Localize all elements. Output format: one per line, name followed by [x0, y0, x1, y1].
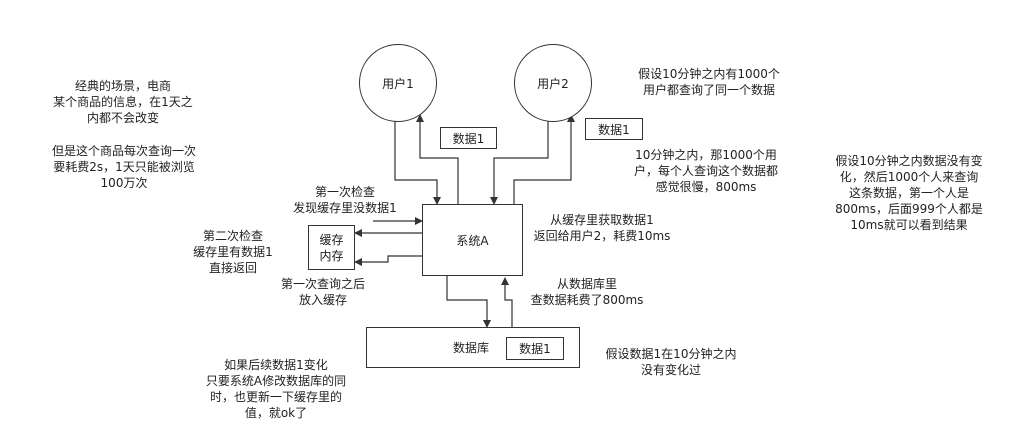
data1-label: 数据1	[452, 131, 485, 146]
data1-label: 数据1	[519, 342, 551, 356]
note-line: 但是这个商品每次查询一次	[51, 144, 196, 158]
note-from-db: 从数据库里 查数据耗费了800ms	[521, 276, 653, 308]
arrow-db-to-system	[501, 277, 513, 327]
note-second-check: 第二次检查 缓存里有数据1 直接返回	[180, 228, 286, 276]
note-line: 内都不会改变	[86, 111, 159, 125]
user2-label: 用户2	[537, 76, 569, 91]
note-line: 第二次检查	[202, 229, 263, 243]
data1-box-user1: 数据1	[440, 127, 497, 149]
user1-label: 用户1	[382, 76, 414, 91]
note-line: 查数据耗费了800ms	[530, 293, 644, 307]
note-line: 直接返回	[208, 261, 257, 275]
arrow-system-to-user1	[416, 114, 459, 204]
arrow-system-to-cache-put	[354, 255, 422, 266]
note-scenario: 经典的场景，电商 某个商品的信息，在1天之 内都不会改变	[43, 78, 203, 126]
note-line: 这条数据，第一个人是	[848, 186, 969, 200]
note-line: 从缓存里获取数据1	[550, 213, 654, 227]
system-a-label: 系统A	[456, 233, 489, 248]
note-line: 第一次查询之后	[280, 277, 365, 291]
arrow-user1-to-system	[394, 110, 441, 205]
note-line: 返回给用户2，耗费10ms	[533, 229, 671, 243]
user1-node: 用户1	[359, 44, 437, 122]
note-line: 用户都查询了同一个数据	[642, 83, 775, 97]
note-line: 100万次	[100, 176, 148, 190]
arrow-system-to-db	[446, 276, 491, 328]
note-cost: 但是这个商品每次查询一次 要耗费2s，1天只能被浏览 100万次	[38, 143, 210, 191]
data1-box-user2: 数据1	[585, 118, 643, 140]
note-line: 经典的场景，电商	[74, 79, 171, 93]
cache-label-line: 内存	[319, 248, 344, 263]
user2-node: 用户2	[514, 44, 592, 122]
note-ten-min-slow: 10分钟之内，那1000个用 户，每个人查询这个数据都 感觉很慢，800ms	[617, 147, 795, 195]
cache-label-line: 缓存	[319, 232, 344, 247]
arrow-system-to-user2	[513, 114, 575, 204]
arrow-user2-to-system	[490, 110, 549, 205]
note-line: 800ms，后面999个人都是	[835, 202, 983, 216]
note-line: 假设数据1在10分钟之内	[605, 347, 737, 361]
note-update-hint: 如果后续数据1变化 只要系统A修改数据库的同 时，也更新一下缓存里的 值，就ok…	[190, 357, 362, 421]
note-no-change-10min: 假设数据1在10分钟之内 没有变化过	[593, 346, 749, 378]
data1-box-db: 数据1	[506, 337, 564, 360]
note-first-check: 第一次检查 发现缓存里没数据1	[270, 184, 420, 216]
cache-node: 缓存 内存	[308, 225, 355, 270]
data1-label: 数据1	[598, 122, 630, 137]
note-from-cache: 从缓存里获取数据1 返回给用户2，耗费10ms	[528, 212, 676, 244]
note-line: 缓存里有数据1	[193, 245, 273, 259]
note-line: 只要系统A修改数据库的同	[205, 374, 347, 388]
note-assume-no-change: 假设10分钟之内数据没有变 化，然后1000个人来查询 这条数据，第一个人是 8…	[814, 153, 1004, 233]
note-assume-1000-users: 假设10分钟之内有1000个 用户都查询了同一个数据	[620, 66, 798, 98]
database-label: 数据库	[453, 341, 490, 355]
note-line: 值，就ok了	[244, 406, 308, 420]
note-line: 户，每个人查询这个数据都	[633, 164, 778, 178]
note-line: 10ms就可以看到结果	[850, 218, 968, 232]
note-line: 从数据库里	[556, 277, 617, 291]
note-line: 第一次检查	[314, 185, 375, 199]
note-line: 10分钟之内，那1000个用	[635, 148, 777, 162]
note-line: 感觉很慢，800ms	[655, 180, 757, 194]
note-line: 如果后续数据1变化	[224, 358, 328, 372]
note-line: 某个商品的信息，在1天之	[53, 95, 193, 109]
note-line: 假设10分钟之内有1000个	[638, 67, 780, 81]
note-line: 发现缓存里没数据1	[293, 201, 397, 215]
system-a-node: 系统A	[422, 204, 523, 276]
note-line: 假设10分钟之内数据没有变	[835, 154, 983, 168]
note-line: 化，然后1000个人来查询	[839, 170, 979, 184]
note-line: 时，也更新一下缓存里的	[209, 390, 342, 404]
note-line: 没有变化过	[640, 363, 701, 377]
note-line: 要耗费2s，1天只能被浏览	[53, 160, 195, 174]
note-line: 放入缓存	[298, 293, 347, 307]
note-put-cache: 第一次查询之后 放入缓存	[270, 276, 376, 308]
